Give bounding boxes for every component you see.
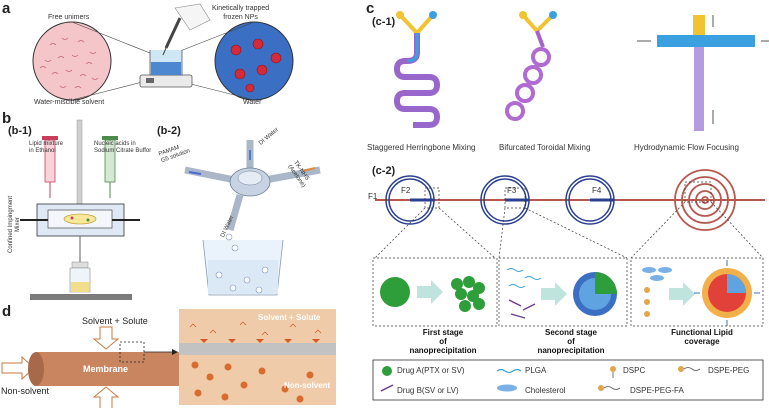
lipid-mixture-label: Lipid mixture in Ethanol xyxy=(29,141,64,154)
membrane-label: Membrane xyxy=(83,364,129,374)
panel-c-letter: c xyxy=(366,0,375,17)
herringbone-label: Staggered Herringbone Mixing xyxy=(367,143,476,152)
flow-focusing-label: Hydrodynamic Flow Focusing xyxy=(634,143,739,152)
stage1-label: First stage of nanoprecipitation xyxy=(409,328,477,355)
non-solvent-label: Non-solvent xyxy=(1,386,50,396)
legend-drug-a: Drug A(PTX or SV) xyxy=(397,366,465,375)
panel-b-letter: b xyxy=(2,110,12,127)
f4-label: F4 xyxy=(592,186,602,195)
b1-impingement-mixer-illustration xyxy=(20,119,140,300)
water-miscible-solvent-label: Water-miscible solvent xyxy=(34,99,105,106)
b2-multi-inlet-mixer-illustration xyxy=(184,140,321,296)
impingement-mixer-label: Confined Impingment Mixer xyxy=(8,195,21,253)
frozen-nps-label: Kinetically trapped frozen NPs xyxy=(212,5,270,21)
f2-label: F2 xyxy=(401,186,411,195)
c1-microfluidic-mixers xyxy=(393,11,769,131)
panel-a-letter: a xyxy=(2,0,11,17)
water-label: Water xyxy=(243,99,262,106)
legend-plga: PLGA xyxy=(525,366,547,375)
panel-b1-tag: (b-1) xyxy=(8,125,32,137)
legend-cholesterol: Cholesterol xyxy=(525,386,566,395)
inset-solvent-solute-label: Solvent + Solute xyxy=(258,313,321,322)
stage3-label: Functional Lipid coverage xyxy=(671,328,733,346)
panel-a-illustration xyxy=(32,3,294,101)
panel-c1-tag: (c-1) xyxy=(372,16,396,28)
panel-b2-tag: (b-2) xyxy=(157,125,181,137)
stage2-label: Second stage of nanoprecipitation xyxy=(537,328,605,355)
nucleic-acids-label: Nucleic acids in Sodium Citrate Buffor xyxy=(94,141,152,154)
legend-drug-b: Drug B(SV or LV) xyxy=(397,386,459,395)
panel-c2-tag: (c-2) xyxy=(372,165,396,177)
f1-label: F1 xyxy=(368,192,378,201)
inset-non-solvent-label: Non-solvent xyxy=(284,381,331,390)
free-unimers-label: Free unimers xyxy=(48,14,90,21)
f3-label: F3 xyxy=(507,186,517,195)
toroidal-label: Bifurcated Toroidal Mixing xyxy=(499,143,591,152)
c2-channel-diagram xyxy=(372,169,765,401)
solvent-solute-label: Solvent + Solute xyxy=(82,316,148,326)
panel-d-letter: d xyxy=(2,303,12,320)
legend-dspe-peg-fa: DSPE-PEG-FA xyxy=(630,386,684,395)
legend-dspc: DSPC xyxy=(623,366,646,375)
membrane-illustration xyxy=(1,309,336,408)
legend-dspe-peg: DSPE-PEG xyxy=(708,366,750,375)
